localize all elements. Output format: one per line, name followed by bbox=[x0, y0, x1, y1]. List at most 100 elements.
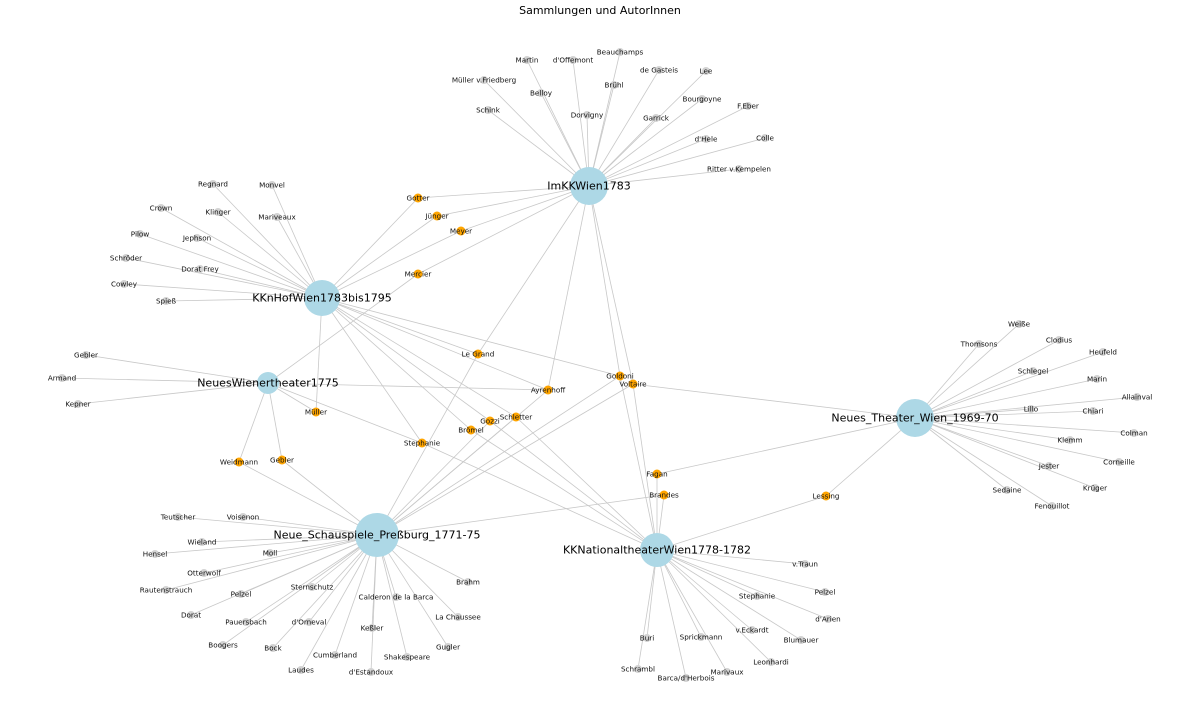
edge-line bbox=[656, 549, 758, 597]
edge-line bbox=[477, 185, 590, 355]
author-node bbox=[187, 611, 195, 619]
author-label: Belloy bbox=[530, 89, 553, 98]
edge-line bbox=[123, 283, 323, 299]
shared-author-node bbox=[628, 379, 638, 389]
author-node bbox=[682, 674, 690, 682]
edge-line bbox=[177, 516, 378, 536]
edge-line bbox=[321, 297, 479, 355]
author-label: Thomsons bbox=[960, 340, 998, 349]
author-label: Buri bbox=[640, 634, 654, 643]
author-label: Calderon de la Barca bbox=[359, 593, 434, 602]
edge-line bbox=[190, 534, 378, 616]
author-label: Pelzel bbox=[815, 588, 836, 597]
author-label: d'Arien bbox=[815, 615, 840, 624]
author-node bbox=[537, 89, 545, 97]
author-label: Allainval bbox=[1122, 393, 1153, 402]
shared-author-node bbox=[543, 385, 553, 395]
author-node bbox=[1133, 393, 1141, 401]
shared-author-label: Brandes bbox=[649, 491, 679, 500]
edge-line bbox=[417, 185, 590, 275]
author-node bbox=[266, 549, 274, 557]
author-label: Marin bbox=[1087, 375, 1107, 384]
author-node bbox=[308, 583, 316, 591]
edge-line bbox=[376, 416, 517, 536]
author-node bbox=[702, 135, 710, 143]
author-label: Jester bbox=[1038, 462, 1060, 471]
author-label: Hensel bbox=[143, 550, 168, 559]
author-label: v.Eckardt bbox=[735, 626, 768, 635]
author-node bbox=[157, 204, 165, 212]
author-node bbox=[797, 636, 805, 644]
author-node bbox=[120, 280, 128, 288]
edge-line bbox=[370, 534, 378, 673]
author-label: Schröder bbox=[110, 254, 142, 263]
shared-author-node bbox=[277, 455, 287, 465]
author-label: Leonhardi bbox=[753, 658, 789, 667]
author-label: La Chaussee bbox=[435, 613, 481, 622]
collection-label: NeuesWienertheater1775 bbox=[197, 377, 339, 390]
edge-line bbox=[588, 98, 703, 187]
author-node bbox=[196, 265, 204, 273]
author-node bbox=[821, 588, 829, 596]
edge-line bbox=[656, 549, 806, 565]
edge-line bbox=[914, 417, 1008, 491]
edge-line bbox=[267, 382, 423, 444]
author-label: Rautenstrauch bbox=[140, 586, 193, 595]
edge-line bbox=[656, 549, 753, 631]
edge-line bbox=[588, 168, 740, 187]
author-node bbox=[1066, 436, 1074, 444]
author-node bbox=[367, 668, 375, 676]
author-label: Jephson bbox=[182, 234, 211, 243]
author-label: Pauersbach bbox=[225, 618, 267, 627]
author-label: Müller v.Friedberg bbox=[452, 76, 516, 85]
edge-line bbox=[321, 297, 517, 418]
author-node bbox=[331, 651, 339, 659]
author-label: Dorvigny bbox=[571, 111, 604, 120]
author-label: Klemm bbox=[1057, 436, 1082, 445]
author-node bbox=[1048, 502, 1056, 510]
edge-line bbox=[417, 185, 590, 199]
edge-line bbox=[588, 185, 634, 385]
author-node bbox=[744, 102, 752, 110]
edge-line bbox=[637, 549, 658, 670]
author-node bbox=[368, 624, 376, 632]
author-label: Wieland bbox=[188, 538, 217, 547]
author-label: Voisenon bbox=[227, 513, 259, 522]
author-label: Boogers bbox=[208, 641, 238, 650]
collection-label: Neues_Theater_Wien_1969-70 bbox=[831, 412, 998, 425]
author-node bbox=[767, 658, 775, 666]
collection-node bbox=[257, 372, 279, 394]
author-node bbox=[237, 590, 245, 598]
edge-line bbox=[656, 495, 827, 551]
author-label: Colman bbox=[1120, 429, 1147, 438]
edge-line bbox=[632, 383, 916, 419]
author-label: Chiari bbox=[1083, 407, 1104, 416]
author-node bbox=[200, 569, 208, 577]
author-label: Stephanie bbox=[739, 592, 776, 601]
edge-line bbox=[588, 185, 621, 377]
shared-author-node bbox=[652, 469, 662, 479]
author-node bbox=[136, 230, 144, 238]
author-node bbox=[198, 538, 206, 546]
edge-line bbox=[572, 59, 590, 187]
author-node bbox=[480, 76, 488, 84]
author-node bbox=[219, 641, 227, 649]
author-node bbox=[1093, 375, 1101, 383]
edge-line bbox=[245, 534, 378, 623]
collection-node bbox=[355, 513, 399, 557]
author-node bbox=[634, 665, 642, 673]
author-label: Bourgoyne bbox=[683, 95, 722, 104]
edge-line bbox=[267, 382, 549, 391]
shared-author-node bbox=[413, 269, 423, 279]
edge-line bbox=[77, 382, 269, 405]
shared-author-node bbox=[821, 491, 831, 501]
edge-line bbox=[470, 429, 658, 551]
shared-author-node bbox=[473, 349, 483, 359]
author-label: Sternschutz bbox=[291, 583, 334, 592]
author-node bbox=[569, 56, 577, 64]
edge-line bbox=[196, 237, 323, 299]
shared-author-label: Gebler bbox=[270, 456, 294, 465]
collection-label: ImKKWien1783 bbox=[547, 180, 630, 193]
edge-line bbox=[914, 417, 1071, 441]
edge-line bbox=[376, 353, 479, 536]
